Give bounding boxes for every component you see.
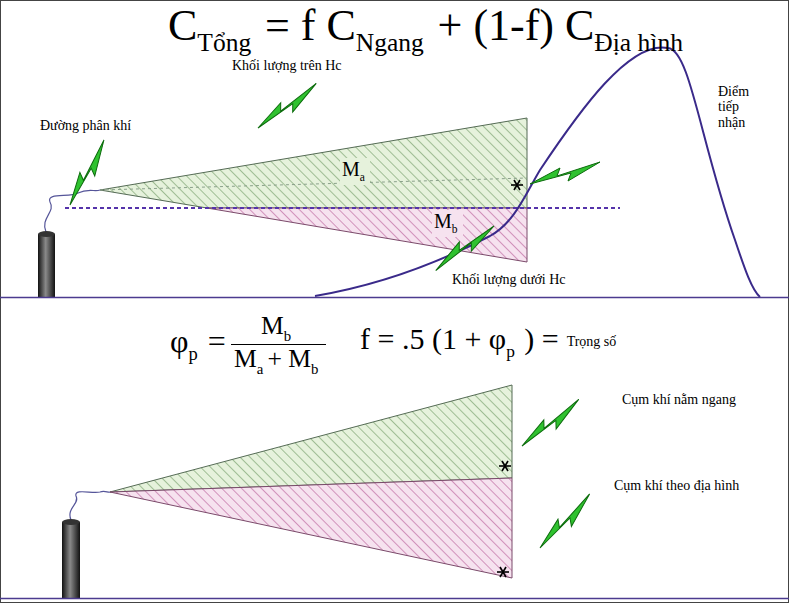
mass-label: Mb [432, 210, 463, 237]
formula-subscript: p [506, 342, 515, 361]
formula-subscript: a [360, 172, 365, 185]
formula-text: M [261, 312, 284, 340]
lightning-pointer [514, 399, 587, 446]
callout-label: Khối lượng trên Hc [230, 58, 343, 73]
lightning-pointer [250, 83, 323, 128]
formula-text: Trọng số [567, 334, 617, 349]
stack-top [38, 231, 55, 237]
callout-label: Đường phân khí [38, 118, 133, 133]
terrain-curve [315, 47, 760, 297]
callout-label: Cụm khí theo địa hình [612, 478, 741, 493]
stack [62, 522, 80, 598]
formula-text: M [342, 158, 360, 180]
mass-label: Ma [340, 158, 370, 185]
fraction: MbMa+ Mb [231, 312, 326, 377]
formula-subscript: b [452, 224, 458, 237]
formula-text: M [434, 210, 452, 232]
formula-text: φ [170, 324, 188, 359]
lightning-pointer [530, 162, 600, 184]
formula-subscript: p [188, 344, 197, 364]
receptor-asterisk [511, 180, 523, 190]
plume-centreline [100, 178, 527, 190]
fraction-numerator: Mb [231, 312, 326, 344]
formula-text: M [234, 345, 257, 373]
formula-text: + M [267, 345, 311, 373]
formula-text: ) = [524, 322, 558, 355]
callout-label: Điểm tiếp nhận [716, 84, 766, 130]
formula-subscript: Ngang [356, 29, 424, 57]
formula: f = .5 (1 + φp ) = Trọng số [360, 322, 616, 361]
formula: CTổng = f CNgang + (1-f) CĐịa hình [168, 2, 690, 58]
callout-label: Cụm khí nằm ngang [620, 392, 738, 407]
ground-line [0, 598, 789, 600]
callout-label: Khối lượng dưới Hc [450, 272, 568, 287]
mass-below-hatch [207, 208, 527, 262]
receptor-asterisk [497, 567, 509, 577]
formula-subscript: a [257, 361, 264, 377]
terrain-plume-hatch [110, 478, 512, 578]
formula-subscript: Địa hình [594, 29, 683, 57]
lightning-pointer [529, 494, 601, 548]
ground-line [0, 297, 789, 299]
formula: φp=MbMa+ Mb [170, 312, 326, 377]
formula-text: f = .5 (1 + φ [360, 322, 506, 355]
stack [38, 234, 55, 297]
dividing-streamline [65, 207, 620, 209]
lightning-pointer [54, 140, 119, 205]
formula-subscript: b [311, 361, 318, 377]
formula-text: + (1-f) C [438, 2, 595, 50]
formula-text: = [208, 324, 226, 359]
horizontal-plume-hatch [110, 385, 512, 492]
formula-subscript: Tổng [197, 29, 251, 57]
stack-top [62, 519, 80, 525]
mass-above-hatch [100, 118, 527, 208]
receptor-asterisk [499, 461, 511, 471]
formula-subscript: b [284, 328, 291, 344]
fraction-denominator: Ma+ Mb [231, 344, 326, 377]
formula-text: = f C [265, 2, 356, 50]
plume-rise [70, 491, 110, 520]
formula-text: C [168, 2, 197, 50]
